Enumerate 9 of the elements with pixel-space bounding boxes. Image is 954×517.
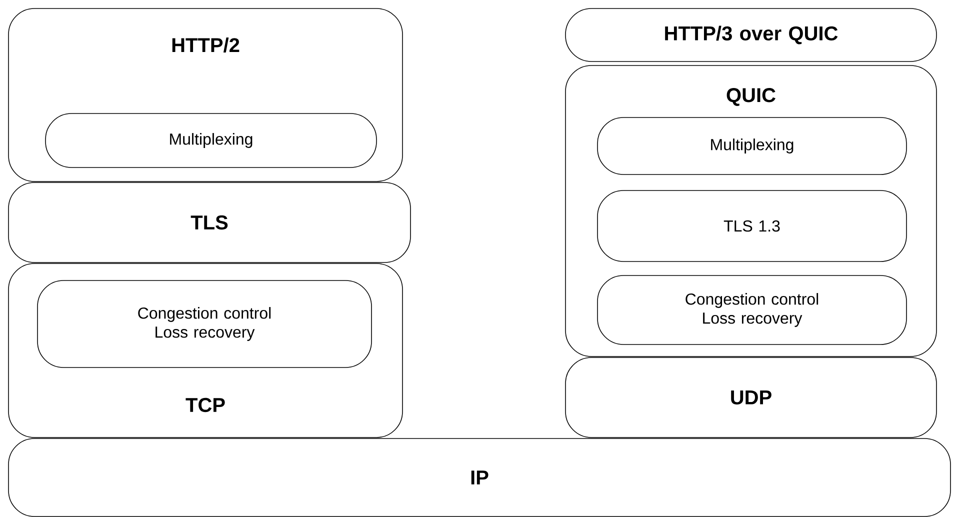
layer-box: IP [8, 438, 951, 517]
module-box: TLS 1.3 [597, 190, 907, 262]
module-box: Multiplexing [597, 117, 907, 175]
module-box: Multiplexing [45, 113, 377, 168]
module-box: Congestion control Loss recovery [597, 275, 907, 345]
layer-box: UDP [565, 357, 937, 438]
layer-box: TLS [8, 182, 411, 263]
module-box: Congestion control Loss recovery [37, 280, 372, 368]
layer-box: HTTP/3 over QUIC [565, 8, 937, 62]
